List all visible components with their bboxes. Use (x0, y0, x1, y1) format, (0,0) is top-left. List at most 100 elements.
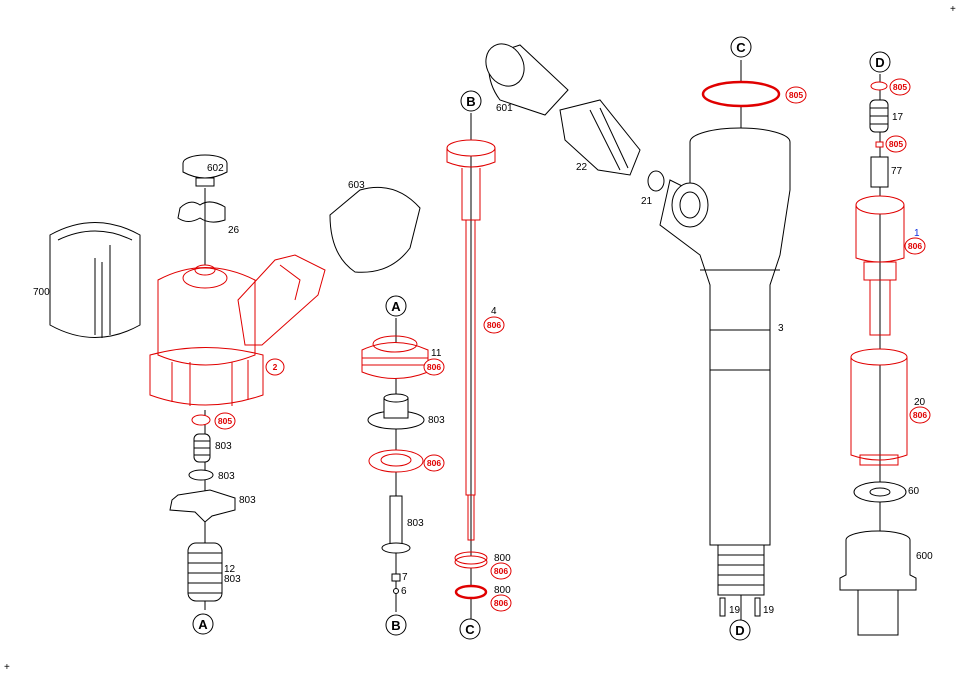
part-label: 700 (33, 287, 50, 298)
part-label: 77 (891, 166, 903, 177)
part-label: 17 (892, 112, 904, 123)
part-label: 20 (914, 397, 926, 408)
part-label: 800 (494, 553, 511, 564)
part-label: 21 (641, 196, 653, 207)
part-22-connector (559, 99, 641, 176)
part-12-spring (187, 542, 223, 602)
part-601-cap (485, 43, 569, 116)
part-700-sleeve (49, 222, 141, 338)
badge: 806 (490, 562, 512, 580)
part-803-seat (367, 393, 425, 430)
part-label: 803 (428, 415, 445, 426)
svg-text:806: 806 (494, 598, 508, 608)
section-marker-b-bottom: B (385, 614, 407, 636)
svg-text:A: A (391, 299, 401, 314)
svg-text:806: 806 (494, 566, 508, 576)
part-label: 603 (348, 180, 365, 191)
svg-text:806: 806 (427, 458, 441, 468)
badge: 805 (785, 86, 807, 104)
part-label: 602 (207, 163, 224, 174)
part-21-washer (647, 170, 665, 192)
part-label: 601 (496, 103, 513, 114)
svg-text:806: 806 (427, 362, 441, 372)
badge: 805 (214, 412, 236, 430)
svg-text:C: C (465, 622, 475, 637)
badge: 806 (909, 406, 931, 424)
part-800-ring-a (454, 551, 488, 569)
part-805-shim (870, 81, 888, 91)
part-1-nozzle (855, 195, 905, 336)
svg-text:D: D (875, 55, 884, 70)
part-label: 1 (914, 228, 920, 239)
part-label: 803 (224, 574, 241, 585)
svg-text:806: 806 (908, 241, 922, 251)
part-602-cap (182, 154, 228, 187)
badge: 806 (904, 237, 926, 255)
part-805-ring (191, 414, 211, 426)
part-label: 803 (407, 518, 424, 529)
part-2-holder-body (149, 254, 326, 406)
badge: 805 (889, 78, 911, 96)
svg-text:C: C (736, 40, 746, 55)
svg-text:B: B (391, 618, 400, 633)
part-803-washer (188, 469, 214, 481)
part-60-washer (853, 481, 907, 503)
part-26-clip (177, 201, 226, 223)
part-4-piston (446, 139, 496, 541)
section-marker-a-top: A (385, 295, 407, 317)
part-label: 803 (215, 441, 232, 452)
svg-text:805: 805 (218, 416, 232, 426)
part-17-spring (869, 99, 889, 133)
part-7 (391, 573, 401, 582)
part-19-pin-b (754, 597, 761, 617)
part-label: 22 (576, 162, 588, 173)
svg-text:2: 2 (273, 362, 278, 372)
svg-text:D: D (735, 623, 744, 638)
part-label: 803 (239, 495, 256, 506)
section-marker-c-bottom: C (459, 618, 481, 640)
svg-text:805: 805 (889, 139, 903, 149)
section-marker-b-top: B (460, 90, 482, 112)
part-11-nut (361, 335, 429, 379)
part-803-pin (381, 495, 411, 554)
part-label: 6 (401, 586, 407, 597)
part-600-tool (839, 530, 917, 636)
part-label: 12 (224, 564, 236, 575)
section-marker-a-bottom: A (192, 613, 214, 635)
part-label: 19 (763, 605, 775, 616)
part-800-ring-b (454, 584, 488, 600)
part-806-ring (368, 449, 424, 473)
corner-mark: + (950, 4, 956, 15)
part-label: 600 (916, 551, 933, 562)
part-label: 26 (228, 225, 240, 236)
part-label: 60 (908, 486, 920, 497)
svg-text:806: 806 (913, 410, 927, 420)
part-20-nozzle-nut (850, 348, 908, 466)
part-6 (393, 588, 399, 594)
part-label: 19 (729, 605, 741, 616)
corner-mark: + (4, 662, 10, 673)
part-19-pin-a (719, 597, 726, 617)
part-603-cap (329, 186, 421, 273)
part-77-spacer (870, 156, 889, 188)
badge: 806 (483, 316, 505, 334)
part-label: 3 (778, 323, 784, 334)
badge: 805 (885, 135, 907, 153)
section-marker-d-top: D (869, 51, 891, 73)
part-label: 4 (491, 306, 497, 317)
badge: 806 (423, 358, 445, 376)
part-label: 800 (494, 585, 511, 596)
svg-text:805: 805 (893, 82, 907, 92)
badge: 2 (265, 358, 285, 376)
part-805-seal (701, 80, 781, 108)
svg-text:A: A (198, 617, 208, 632)
part-label: 803 (218, 471, 235, 482)
svg-text:806: 806 (487, 320, 501, 330)
part-803-small-spring (193, 433, 211, 463)
badge: 806 (423, 454, 445, 472)
part-803-plate (169, 489, 236, 523)
svg-text:805: 805 (789, 90, 803, 100)
section-marker-d-bottom: D (729, 619, 751, 641)
